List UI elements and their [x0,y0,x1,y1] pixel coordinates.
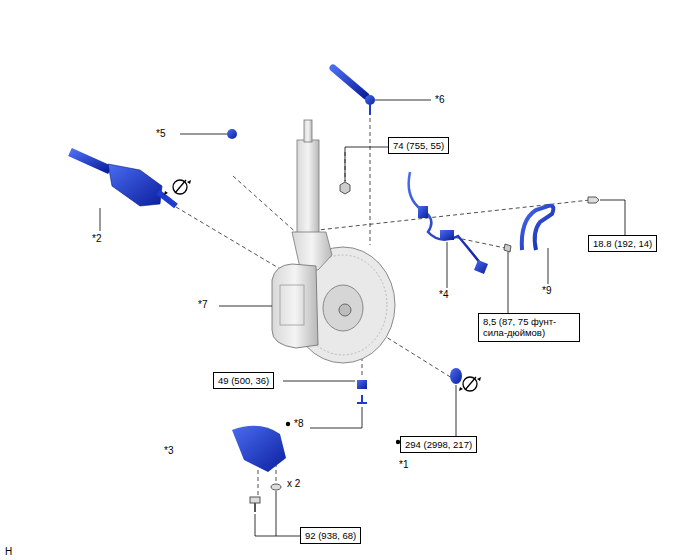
torque-spec-box: 49 (500, 36) [213,372,274,389]
callout-number: *5 [156,129,165,139]
torque-spec-box: 74 (755, 55) [388,137,449,154]
torque-value: 49 (500, 36) [218,375,269,386]
torque-spec-box: 294 (2998, 217) [400,436,477,453]
callout-number: *2 [92,234,101,244]
torque-spec-box: 18.8 (192, 14) [588,235,657,252]
callout-number: *7 [198,300,207,310]
callout-number: *3 [164,446,173,456]
callout-number: H [5,547,12,557]
torque-spec-box: 92 (938, 68) [300,527,361,544]
torque-spec-box: 8,5 (87, 75 фунт-сила-дюймов) [478,313,580,342]
callout-number: *1 [399,460,408,470]
torque-value: 74 (755, 55) [393,140,444,151]
callout-number: *8 [294,419,303,429]
callout-number: x 2 [287,479,300,489]
torque-value: 294 (2998, 217) [405,439,472,450]
torque-value: 92 (938, 68) [305,530,356,541]
callout-number: *9 [542,286,551,296]
torque-value: 8,5 (87, 75 фунт-сила-дюймов) [483,316,575,339]
callout-number: *6 [435,95,444,105]
callout-number: *4 [439,290,448,300]
torque-value: 18.8 (192, 14) [593,238,652,249]
